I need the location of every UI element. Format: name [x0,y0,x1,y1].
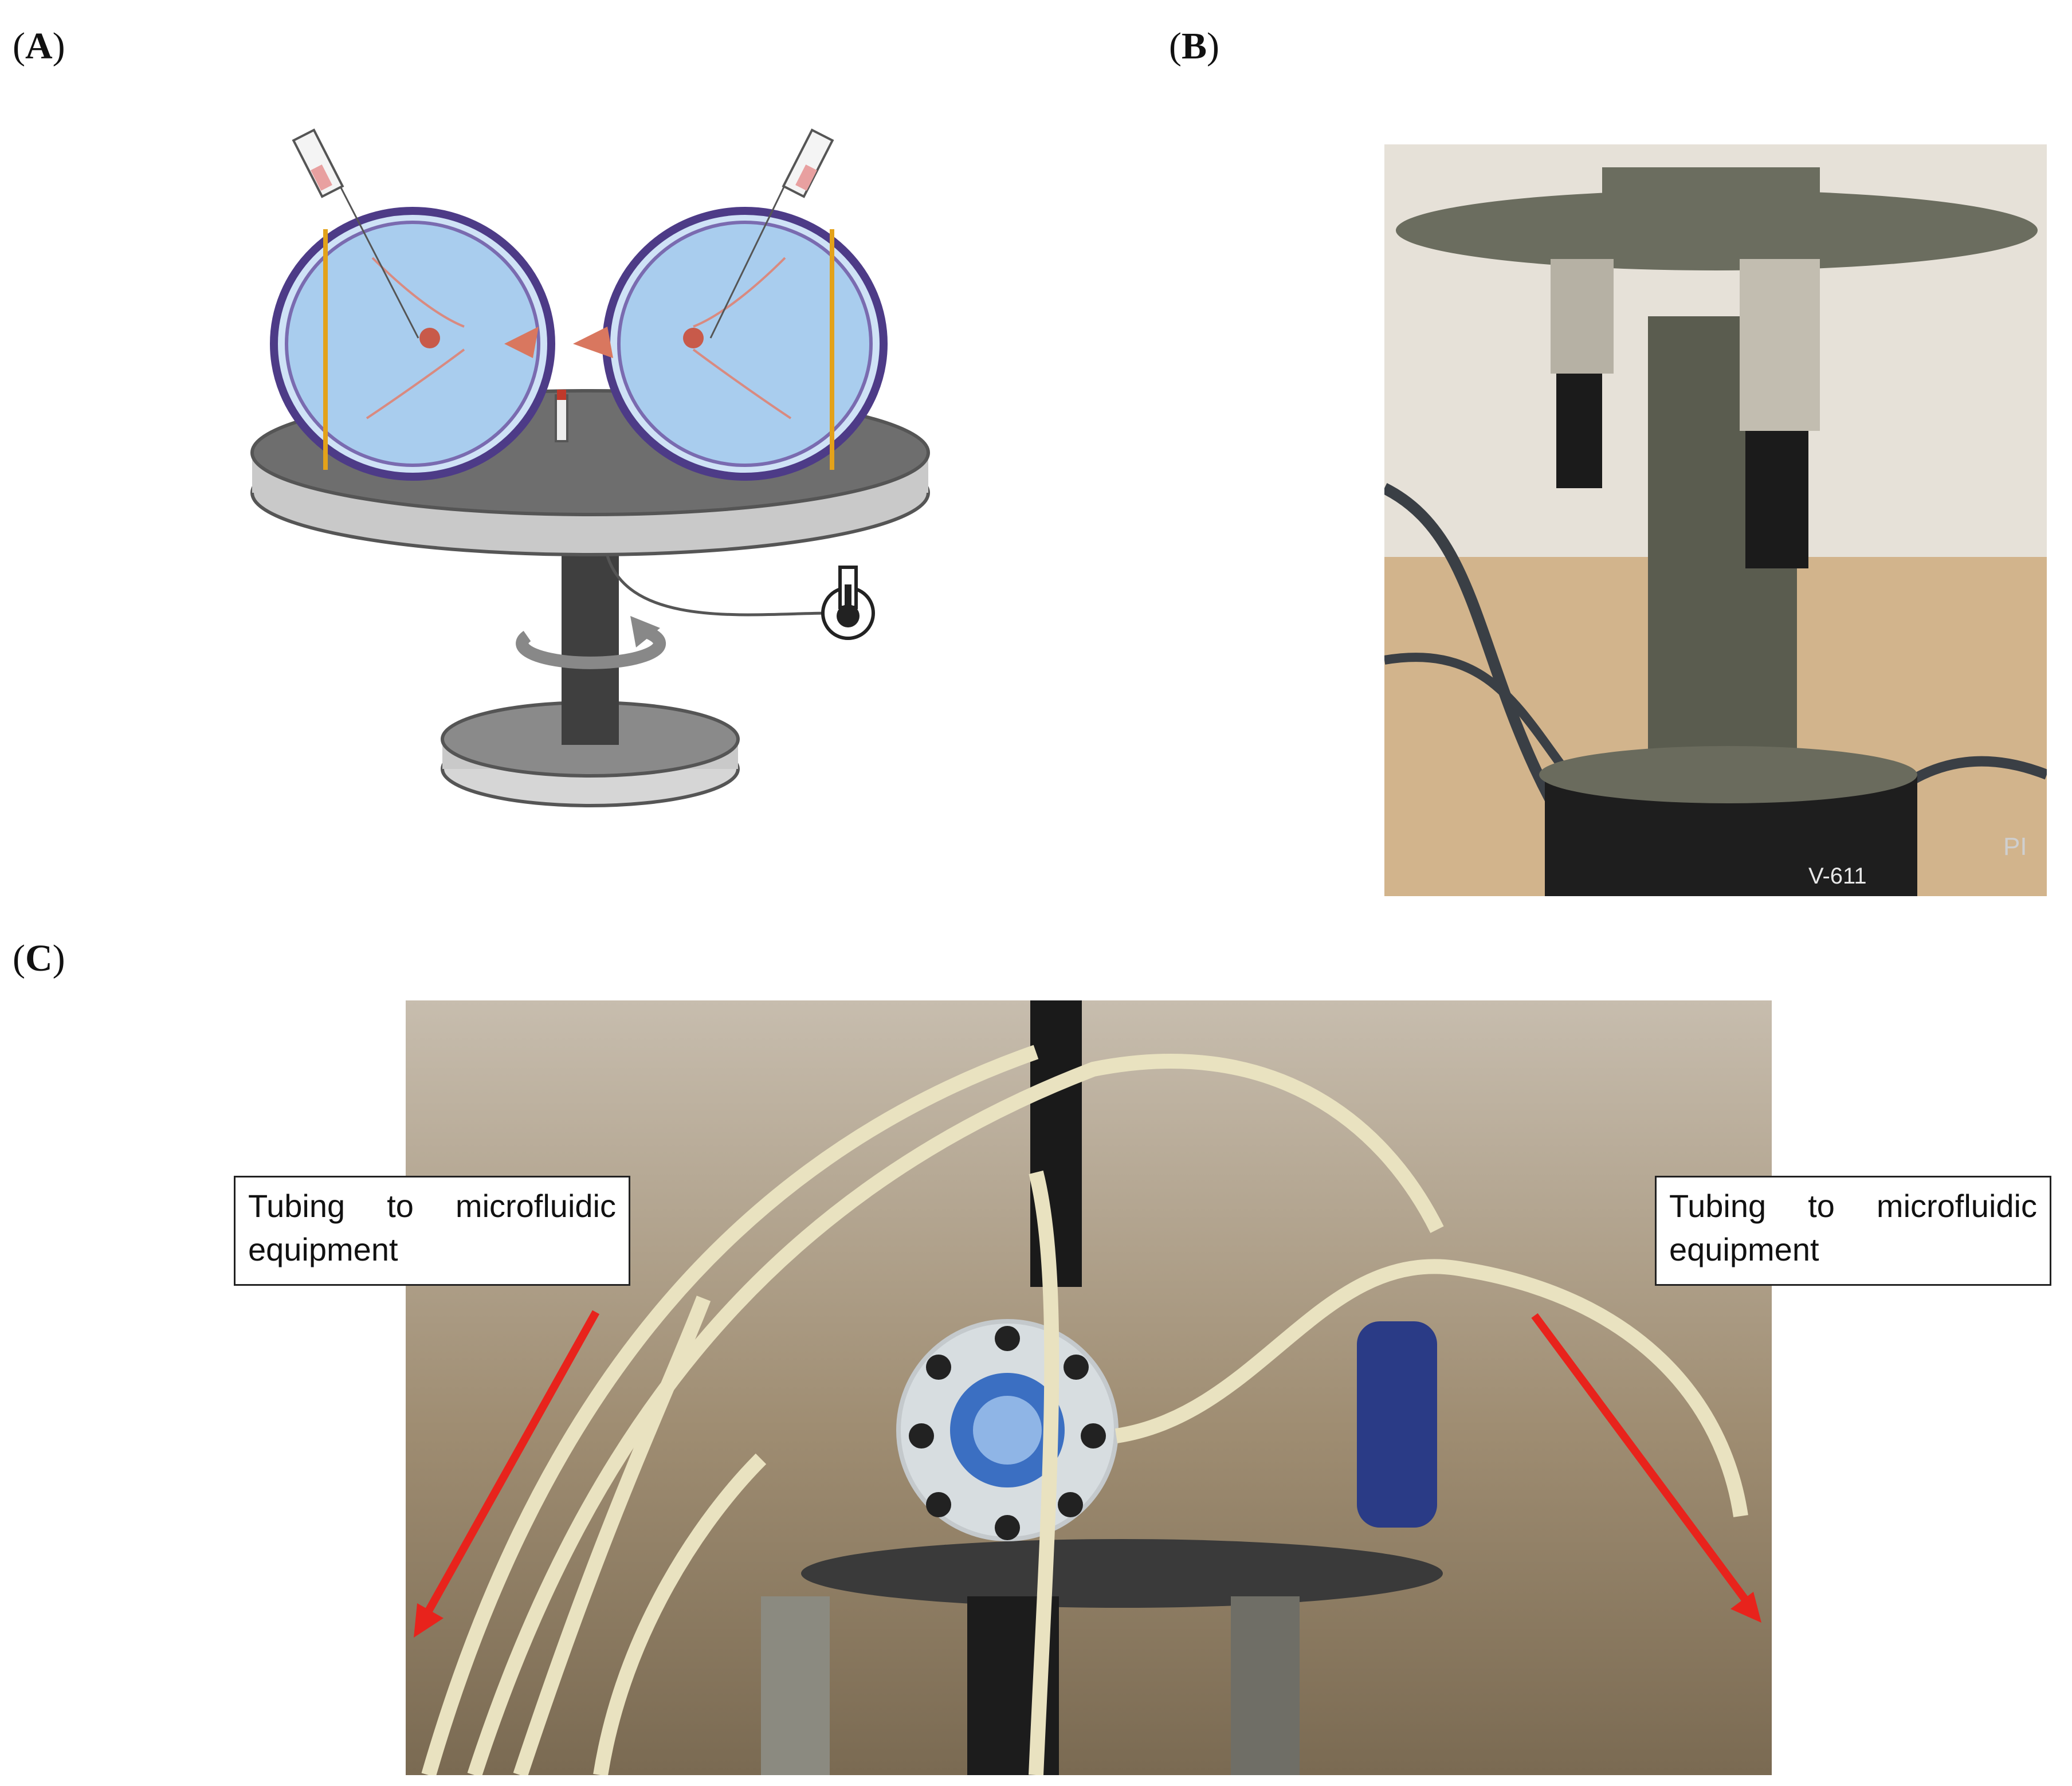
annotation-word: to [1808,1188,1835,1224]
annotation-box-right: Tubing to microfluidic equipment [1655,1176,2051,1286]
panel-label-a: (A) [13,25,65,67]
right-eye-model [573,207,888,481]
annotation-line2: equipment [248,1231,398,1267]
microfluidic-setup-photo [406,1000,1772,1775]
annotation-word: Tubing [248,1188,346,1224]
vibration-stage-photo: V-611 PI [1384,144,2047,896]
left-eye-model [270,207,555,481]
annotation-word: to [387,1188,414,1224]
brand-logo-text: PI [2003,833,2027,861]
rotation-shaft [562,539,619,745]
rotation-arrow-icon [516,616,666,669]
panel-label-c: (C) [13,937,65,979]
annotation-line2: equipment [1669,1231,1819,1267]
right-arrow-out [573,327,613,358]
rotating-platform-schematic [195,97,1008,842]
panel-label-b: (B) [1169,25,1219,67]
annotation-word: microfluidic [455,1188,616,1224]
right-syringe-icon [709,128,834,339]
left-arrow-out [504,327,539,358]
annotation-box-left: Tubing to microfluidic equipment [234,1176,630,1286]
instrument-model-text: V-611 [1808,863,1867,889]
left-syringe-icon [292,128,419,339]
annotation-word: Tubing [1669,1188,1767,1224]
annotation-word: microfluidic [1876,1188,2037,1224]
thermometer-icon [821,566,875,640]
